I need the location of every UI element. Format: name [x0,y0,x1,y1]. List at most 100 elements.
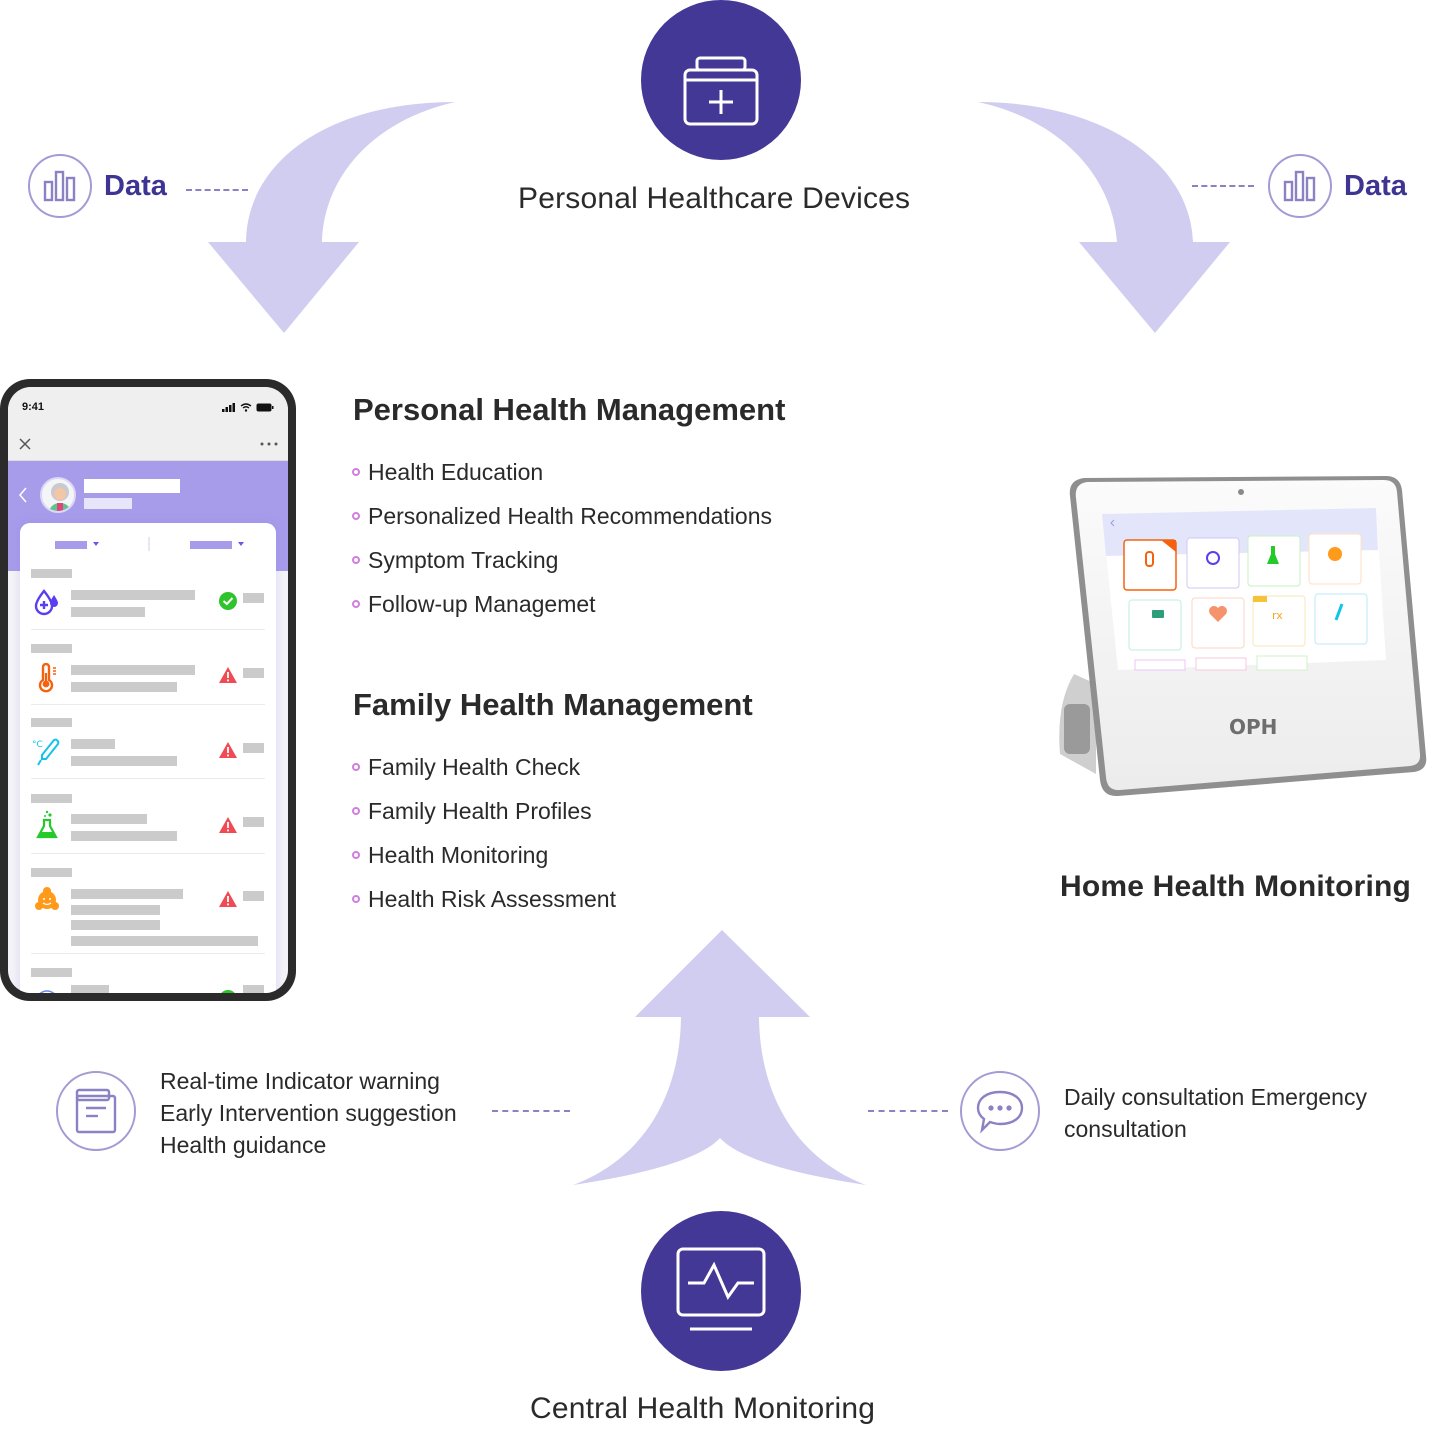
arrow-from-central [573,930,866,1185]
feature-item: Symptom Tracking [352,538,772,582]
app-tile-rx[interactable] [1252,595,1306,647]
bullet-icon [352,895,360,903]
connector-dash [868,1110,948,1112]
connector-dash [492,1110,570,1112]
feature-label: Health Risk Assessment [368,885,616,912]
lab-flask-icon [36,810,58,839]
feature-label: Follow-up Managemet [368,590,596,617]
subtitle-placeholder [84,498,132,509]
divider [148,537,150,551]
close-icon[interactable] [18,437,32,451]
personal-health-management-title: Personal Health Management [353,392,786,427]
bullet-icon [352,807,360,815]
feature-label: Health Education [368,458,544,485]
app-tile-bp[interactable] [1128,599,1182,651]
app-grid: rx [1123,533,1368,671]
warning-icon [219,742,237,758]
device-port [1064,704,1090,754]
more-icon[interactable] [260,442,278,446]
consultation-note: Daily consultation Emergency consultatio… [1064,1081,1367,1145]
family-health-management-title: Family Health Management [353,687,753,722]
note-line: Health guidance [160,1132,327,1158]
signal-icon [222,402,235,412]
personal-devices-label: Personal Healthcare Devices [518,182,911,215]
heart-rate-icon [39,990,55,993]
home-monitoring-label: Home Health Monitoring [1060,870,1412,903]
brand-logo: OPH [1229,715,1277,739]
health-records-card: °C [20,523,276,993]
warning-icon [219,891,237,907]
clock: 9:41 [22,401,45,413]
data-badge-right: Data [1268,154,1407,218]
feature-label: Family Health Check [368,753,581,780]
note-line: consultation [1064,1116,1187,1142]
feature-item: Health Education [352,450,772,494]
bar-chart-icon [28,154,92,218]
medical-kit-icon [683,56,759,126]
check-icon [221,990,235,993]
bullet-icon [352,512,360,520]
monitor-pulse-icon [676,1247,766,1331]
feature-label: Symptom Tracking [368,546,559,573]
bullet-icon [352,763,360,771]
note-line: Real-time Indicator warning [160,1068,440,1094]
report-icon [56,1071,136,1151]
svg-text:rx: rx [1272,609,1283,622]
avatar [40,477,76,513]
chat-icon [960,1071,1040,1151]
status-bar: 9:41 [8,387,288,427]
back-icon [1110,519,1115,527]
feature-label: Personalized Health Recommendations [368,502,772,529]
app-tile-heart[interactable] [1191,597,1245,649]
feature-item: Personalized Health Recommendations [352,494,772,538]
central-monitoring-hub [641,1211,801,1371]
bullet-icon [352,851,360,859]
battery-icon [256,403,274,411]
app-tile-temperature[interactable] [1314,593,1368,645]
filter-tab-1[interactable] [55,541,87,549]
feature-item: Health Risk Assessment [352,877,616,921]
feature-item: Follow-up Managemet [352,582,772,626]
feature-label: Family Health Profiles [368,797,592,824]
family-health-management-list: Family Health Check Family Health Profil… [352,745,616,921]
svg-text:°C: °C [32,740,43,750]
bar-chart-icon [1268,154,1332,218]
check-icon [219,592,237,610]
chevron-down-icon [238,542,244,546]
thermometer-icon [38,663,56,693]
personal-devices-hub [641,0,801,160]
warning-icon [219,817,237,833]
back-icon[interactable] [18,487,28,503]
note-line: Daily consultation Emergency [1064,1084,1367,1110]
data-label: Data [1344,169,1407,202]
warning-icon [219,667,237,683]
bullet-icon [352,556,360,564]
feature-item: Family Health Profiles [352,789,616,833]
status-icons [222,402,274,412]
name-placeholder [84,479,180,493]
note-line: Early Intervention suggestion [160,1100,457,1126]
arrow-to-device [978,102,1230,333]
wifi-icon [240,402,252,412]
bullet-icon [352,600,360,608]
blood-glucose-icon [34,589,58,616]
phone-navbar [8,427,288,461]
chevron-down-icon [93,542,99,546]
filter-tab-2[interactable] [190,541,232,549]
phone-mockup: 9:41 [0,379,296,1001]
feature-item: Family Health Check [352,745,616,789]
mood-icon [35,887,59,910]
connector-dash [186,189,248,191]
central-monitoring-label: Central Health Monitoring [530,1392,876,1425]
connector-dash [1192,185,1254,187]
temperature-pen-icon: °C [32,738,60,766]
feature-label: Health Monitoring [368,841,549,868]
bullet-icon [352,468,360,476]
feature-item: Health Monitoring [352,833,616,877]
arrow-to-phone [208,102,455,333]
elderly-avatar-icon [49,483,71,511]
alerts-note: Real-time Indicator warning Early Interv… [160,1065,457,1161]
camera-icon [1238,489,1244,495]
data-label: Data [104,169,167,202]
